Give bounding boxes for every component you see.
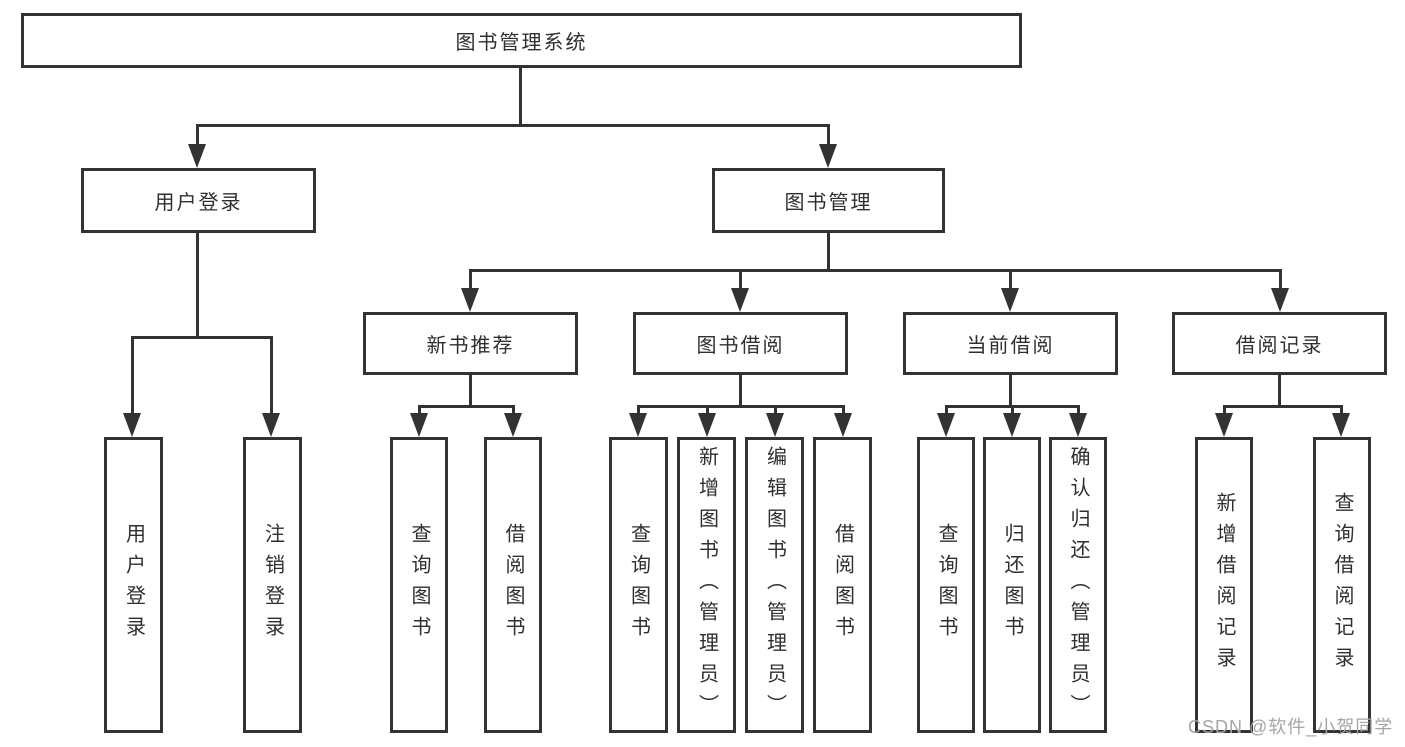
node-label: 查询图书: [408, 523, 430, 647]
node-label: 用户登录: [122, 523, 145, 647]
node-label: 新增图书（管理员）: [695, 445, 718, 725]
connector-line: [270, 336, 273, 415]
node-user-login: 用户登录: [81, 168, 316, 233]
connector-line: [637, 405, 844, 408]
connector-line: [519, 68, 522, 124]
arrow-down-icon: [1332, 413, 1350, 437]
node-book-borrow: 图书借阅: [633, 312, 848, 375]
node-label: 查询图书: [627, 523, 650, 647]
node-label: 注销登录: [261, 523, 284, 647]
node-book-management: 图书管理: [712, 168, 945, 233]
node-label: 查询图书: [935, 523, 957, 647]
arrow-down-icon: [1069, 413, 1087, 437]
connector-line: [1011, 405, 1014, 415]
connector-line: [1223, 405, 1226, 415]
node-current-borrow: 当前借阅: [903, 312, 1118, 375]
connector-line: [774, 405, 777, 415]
arrow-down-icon: [834, 413, 852, 437]
connector-line: [739, 269, 742, 290]
connector-line: [1279, 269, 1282, 290]
connector-line: [196, 124, 199, 146]
connector-line: [637, 405, 640, 415]
connector-line: [1009, 375, 1012, 405]
connector-line: [469, 269, 1282, 272]
leaf-current-confirm-return-admin: 确认归还（管理员）: [1049, 437, 1107, 733]
connector-line: [196, 124, 830, 127]
leaf-recommend-query-book: 查询图书: [390, 437, 448, 733]
csdn-watermark: CSDN @软件_小贺同学: [1188, 717, 1394, 737]
connector-line: [469, 375, 472, 405]
connector-line: [827, 233, 830, 269]
connector-line: [1077, 405, 1080, 415]
connector-line: [827, 124, 830, 146]
leaf-current-query-book: 查询图书: [917, 437, 975, 733]
node-label: 图书管理系统: [455, 32, 588, 54]
arrow-down-icon: [629, 413, 647, 437]
connector-line: [1340, 405, 1343, 415]
connector-line: [1278, 375, 1281, 405]
leaf-borrow-query-book: 查询图书: [609, 437, 668, 733]
node-root: 图书管理系统: [21, 13, 1022, 68]
node-borrow-records: 借阅记录: [1172, 312, 1387, 375]
arrow-down-icon: [1271, 288, 1289, 312]
node-label: 图书管理: [784, 192, 873, 214]
node-label: 新增借阅记录: [1213, 492, 1235, 678]
arrow-down-icon: [1003, 413, 1021, 437]
connector-line: [196, 233, 199, 336]
connector-line: [1009, 269, 1012, 290]
arrow-down-icon: [410, 413, 428, 437]
leaf-user-login: 用户登录: [104, 437, 163, 733]
node-label: 当前借阅: [966, 335, 1055, 357]
arrow-down-icon: [504, 413, 522, 437]
leaf-recommend-borrow-book: 借阅图书: [484, 437, 542, 733]
connector-line: [418, 405, 421, 415]
leaf-records-add-record: 新增借阅记录: [1195, 437, 1253, 733]
node-label: 借阅记录: [1235, 335, 1324, 357]
node-label: 查询借阅记录: [1331, 492, 1353, 678]
arrow-down-icon: [937, 413, 955, 437]
arrow-down-icon: [188, 144, 206, 168]
arrow-down-icon: [461, 288, 479, 312]
connector-line: [131, 336, 273, 339]
node-label: 借阅图书: [502, 523, 524, 647]
arrow-down-icon: [766, 413, 784, 437]
arrow-down-icon: [1001, 288, 1019, 312]
connector-line: [945, 405, 948, 415]
arrow-down-icon: [731, 288, 749, 312]
node-label: 借阅图书: [831, 523, 854, 647]
leaf-borrow-add-book-admin: 新增图书（管理员）: [677, 437, 736, 733]
node-new-book-recommend: 新书推荐: [363, 312, 578, 375]
leaf-user-logout: 注销登录: [243, 437, 302, 733]
connector-line: [131, 336, 134, 415]
connector-line: [418, 405, 514, 408]
leaf-current-return-book: 归还图书: [983, 437, 1041, 733]
node-label: 编辑图书（管理员）: [763, 445, 786, 725]
node-label: 归还图书: [1001, 523, 1023, 647]
connector-line: [1223, 405, 1343, 408]
connector-line: [739, 375, 742, 405]
node-label: 用户登录: [154, 192, 243, 214]
arrow-down-icon: [262, 413, 280, 437]
arrow-down-icon: [1215, 413, 1233, 437]
connector-line: [706, 405, 709, 415]
node-label: 图书借阅: [696, 335, 785, 357]
connector-line: [469, 269, 472, 290]
node-label: 新书推荐: [426, 335, 515, 357]
leaf-records-query-record: 查询借阅记录: [1313, 437, 1371, 733]
connector-line: [842, 405, 845, 415]
arrow-down-icon: [123, 413, 141, 437]
leaf-borrow-edit-book-admin: 编辑图书（管理员）: [745, 437, 804, 733]
arrow-down-icon: [819, 144, 837, 168]
node-label: 确认归还（管理员）: [1067, 445, 1089, 725]
connector-line: [512, 405, 515, 415]
arrow-down-icon: [698, 413, 716, 437]
leaf-borrow-borrow-book: 借阅图书: [813, 437, 872, 733]
